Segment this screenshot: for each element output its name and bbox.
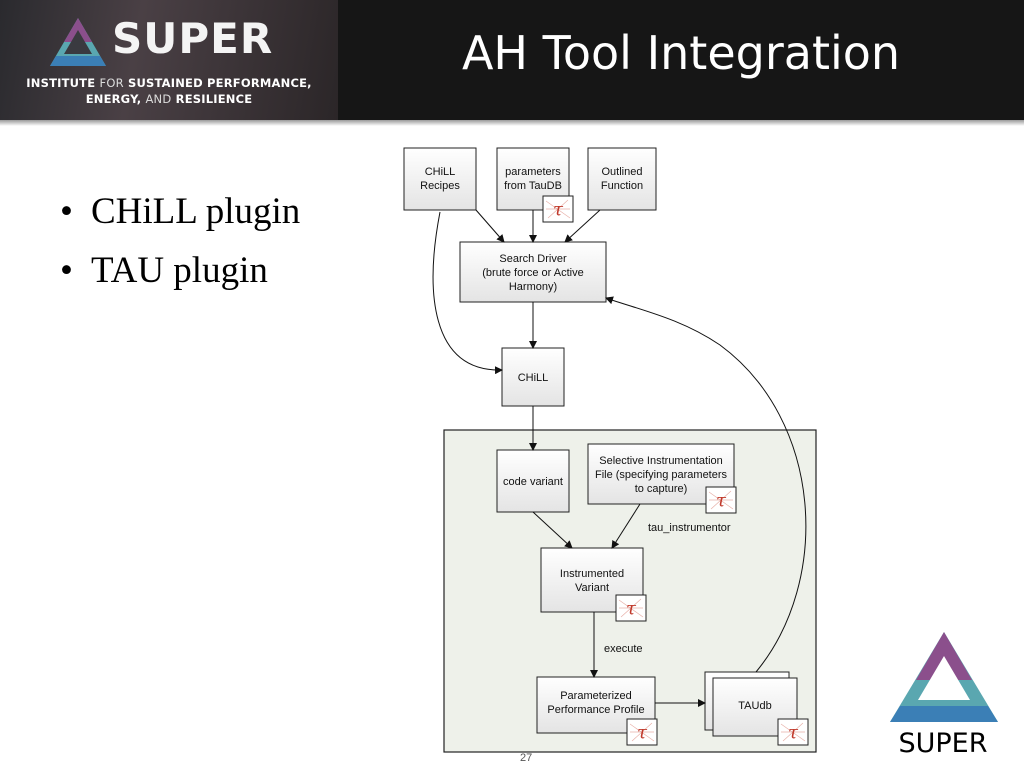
logo-word: SUPER	[112, 14, 274, 63]
svg-text:CHiLL: CHiLL	[518, 372, 549, 384]
instrumented-variant-box: Instrumented Variant	[540, 547, 647, 622]
tau-instrumentor-label: tau_instrumentor	[648, 522, 731, 534]
svg-text:File (specifying parameters: File (specifying parameters	[595, 469, 728, 481]
footer-logo-text: SUPER	[898, 728, 988, 759]
tau-icon	[615, 594, 647, 622]
svg-text:Variant: Variant	[575, 582, 609, 594]
search-driver-box: Search Driver (brute force or Active Har…	[459, 241, 607, 303]
svg-text:Search Driver: Search Driver	[499, 253, 567, 265]
arrow	[611, 503, 641, 549]
svg-text:Outlined: Outlined	[602, 166, 643, 178]
svg-text:code variant: code variant	[503, 476, 563, 488]
svg-text:Performance Profile: Performance Profile	[547, 704, 644, 716]
svg-text:Instrumented: Instrumented	[560, 568, 624, 580]
header-bar: SUPER INSTITUTE FOR SUSTAINED PERFORMANC…	[0, 0, 1024, 120]
super-triangle-icon	[50, 18, 106, 66]
arrow	[475, 209, 505, 243]
outlined-function-box: Outlined Function	[587, 147, 657, 211]
bullet-list: CHiLL plugin TAU plugin	[60, 190, 300, 308]
svg-text:(brute force or Active: (brute force or Active	[482, 267, 584, 279]
arrow	[564, 209, 601, 243]
tau-icon	[777, 718, 809, 746]
header-shadow	[0, 120, 1024, 126]
logo-subtitle-line1: INSTITUTE FOR SUSTAINED PERFORMANCE,	[26, 76, 312, 90]
svg-text:to capture): to capture)	[635, 483, 688, 495]
arrow	[532, 511, 573, 549]
svg-text:TAUdb: TAUdb	[738, 700, 771, 712]
svg-text:Parameterized: Parameterized	[560, 690, 632, 702]
arrow	[605, 296, 807, 673]
tau-icon	[705, 486, 737, 514]
svg-text:CHiLL: CHiLL	[425, 166, 456, 178]
svg-text:Selective Instrumentation: Selective Instrumentation	[599, 455, 723, 467]
logo-subtitle-line2: ENERGY, AND RESILIENCE	[85, 92, 253, 106]
chill-recipes-box: CHiLL Recipes	[403, 147, 477, 211]
arrow	[432, 211, 503, 375]
svg-text:Function: Function	[601, 180, 643, 192]
params-taudb-box: parameters from TauDB	[496, 147, 574, 223]
super-footer-logo-icon	[890, 632, 998, 722]
svg-text:Harmony): Harmony)	[509, 281, 557, 293]
code-variant-box: code variant	[496, 449, 570, 513]
bullet-tau-plugin: TAU plugin	[90, 250, 268, 291]
bullet-item: TAU plugin	[60, 249, 300, 292]
svg-text:from TauDB: from TauDB	[504, 180, 562, 192]
slide-title: AH Tool Integration	[461, 26, 901, 80]
tau-icon	[542, 195, 574, 223]
execute-label: execute	[604, 643, 643, 655]
tau-icon	[626, 718, 658, 746]
bullet-item: CHiLL plugin	[60, 190, 300, 233]
super-logo: SUPER INSTITUTE FOR SUSTAINED PERFORMANC…	[0, 0, 338, 120]
svg-text:parameters: parameters	[505, 166, 561, 178]
parameterized-profile-box: Parameterized Performance Profile	[536, 676, 658, 746]
chill-box: CHiLL	[501, 347, 565, 407]
page-number: 27	[520, 752, 533, 764]
taudb-box: TAUdb	[704, 671, 809, 746]
selective-instrumentation-box: Selective Instrumentation File (specifyi…	[587, 443, 737, 514]
bullet-chill-plugin: CHiLL plugin	[90, 191, 301, 232]
svg-text:Recipes: Recipes	[420, 180, 460, 192]
